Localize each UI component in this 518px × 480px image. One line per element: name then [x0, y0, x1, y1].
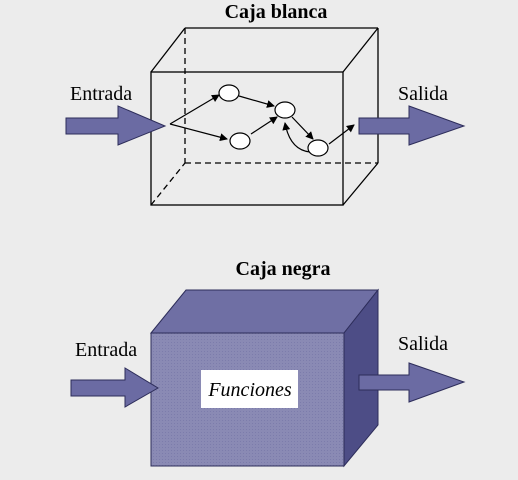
black-box-input-label: Entrada	[75, 339, 137, 361]
graph-edge	[282, 122, 311, 153]
right-arrow-icon	[65, 105, 167, 146]
graph-node	[229, 132, 251, 150]
right-arrow-icon	[358, 362, 466, 403]
black-box-cube	[149, 288, 380, 468]
white-box-title: Caja blanca	[225, 1, 328, 23]
white-box-graph-edges	[169, 94, 355, 153]
white-box-graph-nodes	[218, 84, 329, 157]
black-box-output-arrow	[358, 362, 466, 403]
graph-edge	[250, 116, 278, 135]
graph-edge	[238, 95, 275, 108]
graph-edge	[291, 116, 314, 140]
white-box-wireframe	[150, 27, 379, 206]
graph-edge	[328, 124, 355, 145]
white-box-output-label: Salida	[398, 83, 448, 105]
functions-label-box: Funciones	[201, 370, 298, 408]
black-box-input-arrow	[70, 367, 159, 408]
white-box-input-label: Entrada	[70, 83, 132, 105]
right-arrow-icon	[70, 367, 159, 408]
graph-edge	[169, 94, 220, 125]
graph-node	[274, 101, 296, 119]
white-box-output-arrow	[358, 105, 466, 146]
graph-edge	[169, 123, 228, 142]
white-box-section: Caja blanca Entrada Salida	[65, 1, 466, 206]
graph-node	[307, 139, 329, 157]
functions-label: Funciones	[207, 379, 292, 401]
black-box-title: Caja negra	[236, 258, 331, 280]
graph-node	[218, 84, 240, 102]
white-box-input-arrow	[65, 105, 167, 146]
black-box-section: Caja negra Funciones Entrada Salida	[70, 258, 466, 468]
black-box-output-label: Salida	[398, 333, 448, 355]
right-arrow-icon	[358, 105, 466, 146]
black-box-top-face	[149, 289, 380, 334]
